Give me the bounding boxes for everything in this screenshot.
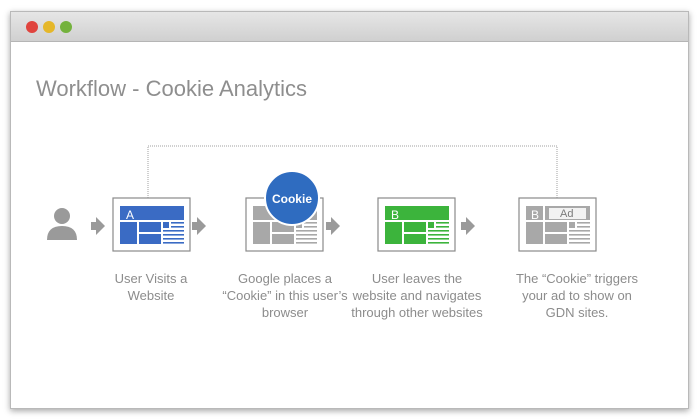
text-line-mark — [436, 226, 449, 228]
text-line-mark — [577, 226, 590, 228]
window-titlebar — [11, 12, 688, 42]
panel-letter: B — [531, 208, 539, 222]
step-2-label: Google places a “Cookie” in this user’s … — [222, 271, 348, 320]
panel-letter: A — [126, 208, 134, 222]
text-line-mark — [428, 234, 449, 236]
text-line-mark — [428, 238, 449, 240]
diagram-title: Workflow - Cookie Analytics — [36, 76, 308, 101]
text-line-mark — [428, 230, 449, 232]
minimize-window-button[interactable] — [43, 21, 55, 33]
panel-letter: B — [391, 208, 399, 222]
text-line-mark — [569, 230, 590, 232]
text-line-mark — [569, 242, 590, 244]
text-line-mark — [163, 238, 184, 240]
cookie-badge: Cookie — [264, 170, 320, 226]
text-line-mark — [163, 242, 184, 244]
cookie-tracking-connector — [147, 145, 558, 198]
text-line-mark — [304, 222, 317, 224]
text-line-mark — [569, 234, 590, 236]
text-line-mark — [569, 238, 590, 240]
website-b-icon: B — [377, 197, 456, 252]
step-1-label: User Visits a Website — [114, 271, 188, 303]
text-line-mark — [296, 238, 317, 240]
website-ad-icon: B Ad — [518, 197, 597, 252]
close-window-button[interactable] — [26, 21, 38, 33]
text-line-mark — [163, 234, 184, 236]
text-line-mark — [304, 226, 317, 228]
text-line-mark — [428, 242, 449, 244]
zoom-window-button[interactable] — [60, 21, 72, 33]
text-line-mark — [296, 234, 317, 236]
flow-arrow — [192, 217, 206, 235]
website-a-icon: A — [112, 197, 191, 252]
cookie-badge-label: Cookie — [272, 192, 312, 206]
text-line-mark — [577, 222, 590, 224]
step-4-label: The “Cookie” triggers your ad to show on… — [515, 271, 639, 320]
text-line-mark — [296, 242, 317, 244]
ad-label: Ad — [560, 208, 573, 220]
text-line-mark — [296, 230, 317, 232]
text-line-mark — [171, 222, 184, 224]
flow-arrow — [461, 217, 475, 235]
text-line-mark — [436, 222, 449, 224]
flow-arrow — [326, 217, 340, 235]
user-icon — [47, 208, 77, 240]
text-line-mark — [163, 230, 184, 232]
step-3-label: User leaves the website and navigates th… — [351, 271, 483, 320]
text-line-mark — [171, 226, 184, 228]
flow-arrow — [91, 217, 105, 235]
